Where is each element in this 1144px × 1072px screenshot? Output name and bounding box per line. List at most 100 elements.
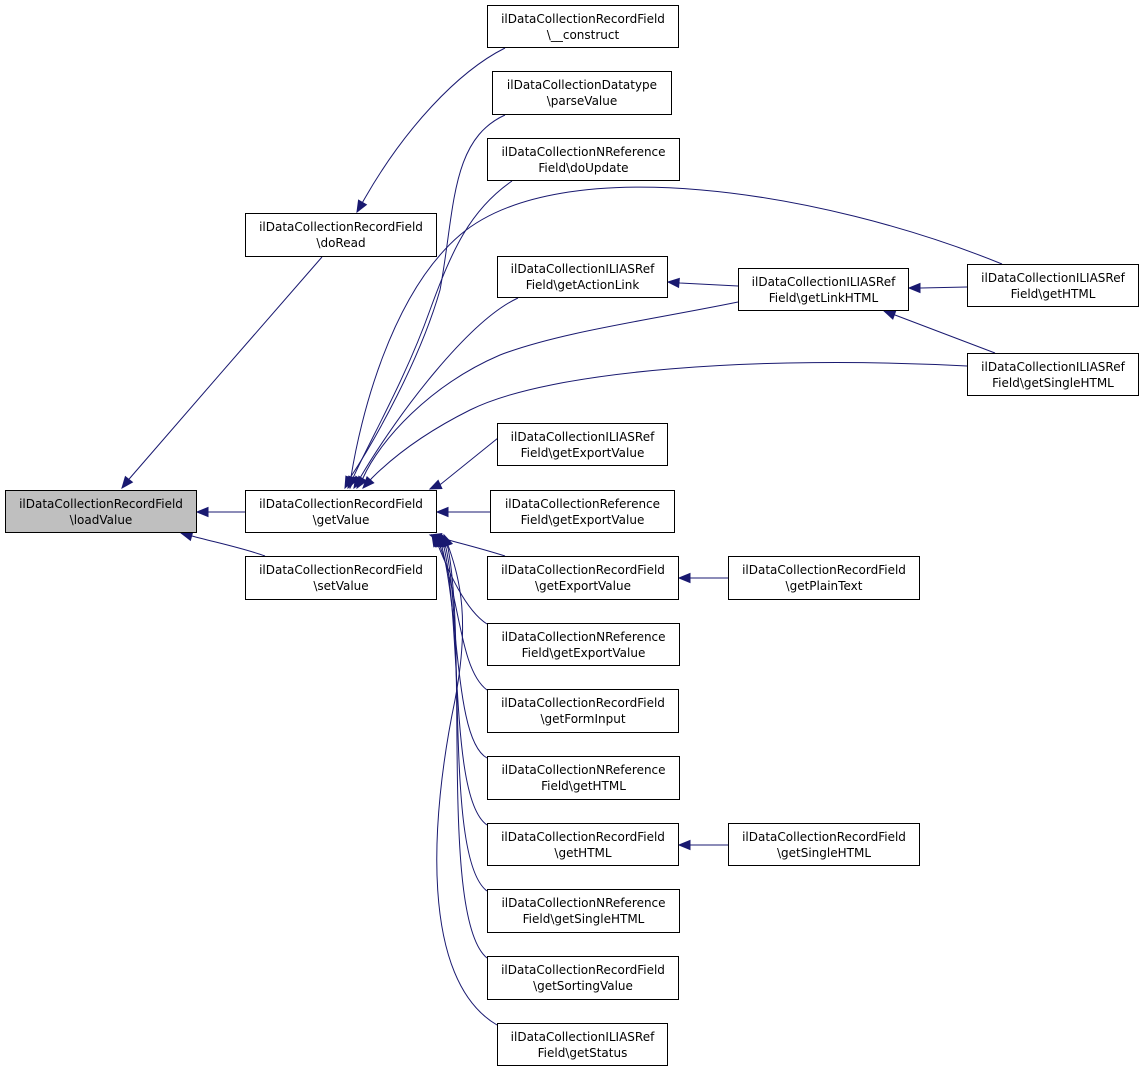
node-line1: ilDataCollectionILIASRef bbox=[510, 262, 655, 276]
node-line1: ilDataCollectionILIASRef bbox=[981, 270, 1125, 285]
edge-arrowhead bbox=[677, 572, 691, 584]
edge-line bbox=[344, 114, 506, 489]
edge-arrowhead bbox=[356, 199, 368, 214]
edge-arrowhead bbox=[356, 475, 368, 490]
node-getValue[interactable]: ilDataCollectionRecordField \getValue bbox=[245, 490, 437, 533]
edge-getValue-to-loadValue bbox=[195, 506, 245, 518]
node-ilias-getHTML[interactable]: ilDataCollectionILIASRef Field\getHTML bbox=[967, 264, 1139, 307]
node-rec-getSingleHTML[interactable]: ilDataCollectionRecordField \getSingleHT… bbox=[728, 823, 920, 866]
edge-nref_getSingleHTML-to-getValue bbox=[439, 533, 488, 892]
edge-line bbox=[883, 310, 996, 354]
node-line2: \getSortingValue bbox=[533, 979, 633, 993]
edge-line bbox=[349, 186, 1003, 489]
edge-ilias_getSingleHTML-to-getValue bbox=[362, 362, 968, 489]
edge-parseValue-to-getValue bbox=[344, 114, 506, 490]
node-ilias-getStatus[interactable]: ilDataCollectionILIASRef Field\getStatus bbox=[497, 1023, 668, 1066]
edge-arrowhead bbox=[428, 479, 443, 490]
node-line1: ilDataCollectionRecordField bbox=[19, 496, 183, 511]
edge-arrowhead bbox=[362, 475, 375, 489]
edge-arrowhead bbox=[435, 506, 449, 518]
node-line2: \parseValue bbox=[546, 94, 618, 108]
node-ilias-getLinkHTML[interactable]: ilDataCollectionILIASRef Field\getLinkHT… bbox=[738, 268, 909, 311]
node-line2: Field\getExportValue bbox=[520, 445, 645, 460]
edge-rec_getSingleHTML-to-rec_getHTML bbox=[677, 839, 728, 851]
node-line1: ilDataCollectionReference bbox=[504, 496, 661, 511]
node-line1: ilDataCollectionNReference bbox=[501, 763, 666, 777]
node-line1: ilDataCollectionRecordField bbox=[501, 963, 665, 977]
node-line2: Field\getLinkHTML bbox=[768, 290, 879, 305]
edge-arrowhead bbox=[907, 282, 921, 294]
edge-arrowhead bbox=[345, 476, 357, 490]
node-line2: \__construct bbox=[546, 27, 620, 42]
edge-arrowhead bbox=[882, 310, 897, 320]
node-line1: ilDataCollectionDatatype bbox=[506, 78, 658, 92]
node-line2: Field\getHTML bbox=[1010, 286, 1096, 301]
node-parseValue[interactable]: ilDataCollectionDatatype \parseValue bbox=[492, 71, 672, 115]
edge-ref_getExportValue-to-getValue bbox=[435, 506, 490, 518]
edge-line bbox=[362, 362, 968, 489]
edge-line bbox=[347, 180, 513, 489]
edge-arrowhead bbox=[121, 475, 134, 490]
edge-ilias_getHTML-to-ilias_getLinkHTML bbox=[907, 282, 968, 294]
edge-arrowhead bbox=[666, 277, 680, 289]
edge-doRead-to-loadValue bbox=[121, 256, 323, 490]
node-line1: ilDataCollectionNReference bbox=[501, 896, 666, 910]
node-line1: ilDataCollectionRecordField bbox=[501, 563, 665, 577]
node-nref-getHTML[interactable]: ilDataCollectionNReference Field\getHTML bbox=[487, 756, 680, 800]
node-doRead[interactable]: ilDataCollectionRecordField \doRead bbox=[245, 213, 437, 257]
edge-arrowhead bbox=[195, 506, 209, 518]
node-rec-getFormInput[interactable]: ilDataCollectionRecordField \getFormInpu… bbox=[487, 689, 679, 733]
node-nref-getSingleHTML[interactable]: ilDataCollectionNReference Field\getSing… bbox=[487, 889, 680, 933]
node-line2: Field\getExportValue bbox=[521, 645, 646, 660]
node-nref-getExportValue[interactable]: ilDataCollectionNReference Field\getExpo… bbox=[487, 623, 680, 666]
node-line2: Field\getSingleHTML bbox=[522, 912, 645, 926]
edge-ilias_getStatus-to-getValue bbox=[436, 533, 498, 1026]
node-ilias-getSingleHTML[interactable]: ilDataCollectionILIASRef Field\getSingle… bbox=[967, 353, 1139, 396]
node-line1: ilDataCollectionRecordField bbox=[259, 496, 423, 511]
node-line1: ilDataCollectionILIASRef bbox=[751, 274, 896, 289]
edge-arrowhead bbox=[677, 839, 691, 851]
node-line2: \getFormInput bbox=[540, 712, 626, 726]
edge-ilias_getSingleHTML-to-ilias_getLinkHTML bbox=[882, 310, 996, 354]
edge-line bbox=[437, 534, 488, 826]
node-line2: Field\getSingleHTML bbox=[992, 375, 1114, 390]
edge-line bbox=[353, 297, 519, 489]
node-line2: \getHTML bbox=[554, 845, 612, 860]
node-line1: ilDataCollectionRecordField bbox=[259, 220, 423, 234]
node-line1: ilDataCollectionRecordField bbox=[501, 829, 665, 844]
node-line2: \getSingleHTML bbox=[776, 845, 872, 860]
node-ilias-getExportValue[interactable]: ilDataCollectionILIASRef Field\getExport… bbox=[497, 423, 668, 466]
edge-line bbox=[356, 47, 506, 213]
edge-line bbox=[121, 256, 323, 489]
edge-construct-to-doRead bbox=[356, 47, 506, 214]
node-rec-getHTML[interactable]: ilDataCollectionRecordField \getHTML bbox=[487, 823, 679, 866]
node-setValue[interactable]: ilDataCollectionRecordField \setValue bbox=[245, 556, 437, 600]
edge-line bbox=[439, 534, 488, 892]
node-line2: \getExportValue bbox=[535, 579, 631, 593]
node-line2: Field\getStatus bbox=[537, 1045, 628, 1060]
edge-arrowhead bbox=[443, 533, 454, 548]
node-rec-getSortingValue[interactable]: ilDataCollectionRecordField \getSortingV… bbox=[487, 956, 679, 1000]
node-line2: \getPlainText bbox=[785, 579, 863, 593]
node-construct[interactable]: ilDataCollectionRecordField \__construct bbox=[487, 5, 679, 48]
node-rec-getExportValue[interactable]: ilDataCollectionRecordField \getExportVa… bbox=[487, 556, 679, 600]
node-line2: \getValue bbox=[312, 512, 370, 527]
edge-line bbox=[356, 301, 739, 489]
node-line1: ilDataCollectionNReference bbox=[501, 629, 666, 644]
node-ref-getExportValue[interactable]: ilDataCollectionReference Field\getExpor… bbox=[490, 490, 675, 533]
node-line2: Field\getExportValue bbox=[520, 512, 645, 527]
node-ilias-getActionLink[interactable]: ilDataCollectionILIASRef Field\getAction… bbox=[497, 256, 668, 298]
node-loadValue[interactable]: ilDataCollectionRecordField \loadValue bbox=[5, 490, 197, 533]
node-line1: ilDataCollectionRecordField bbox=[742, 563, 906, 577]
node-rec-getPlainText[interactable]: ilDataCollectionRecordField \getPlainTex… bbox=[728, 556, 920, 600]
edge-ilias_getLinkHTML-to-getValue bbox=[356, 301, 739, 490]
edge-line bbox=[433, 534, 488, 691]
edge-setValue-to-loadValue bbox=[179, 530, 266, 557]
edge-line bbox=[441, 534, 488, 959]
node-nref-doUpdate[interactable]: ilDataCollectionNReference Field\doUpdat… bbox=[487, 138, 680, 181]
node-line1: ilDataCollectionRecordField bbox=[742, 829, 906, 844]
edge-ilias_getExportValue-to-getValue bbox=[428, 437, 499, 490]
node-line2: \loadValue bbox=[69, 512, 133, 527]
node-line1: ilDataCollectionRecordField bbox=[259, 563, 423, 577]
